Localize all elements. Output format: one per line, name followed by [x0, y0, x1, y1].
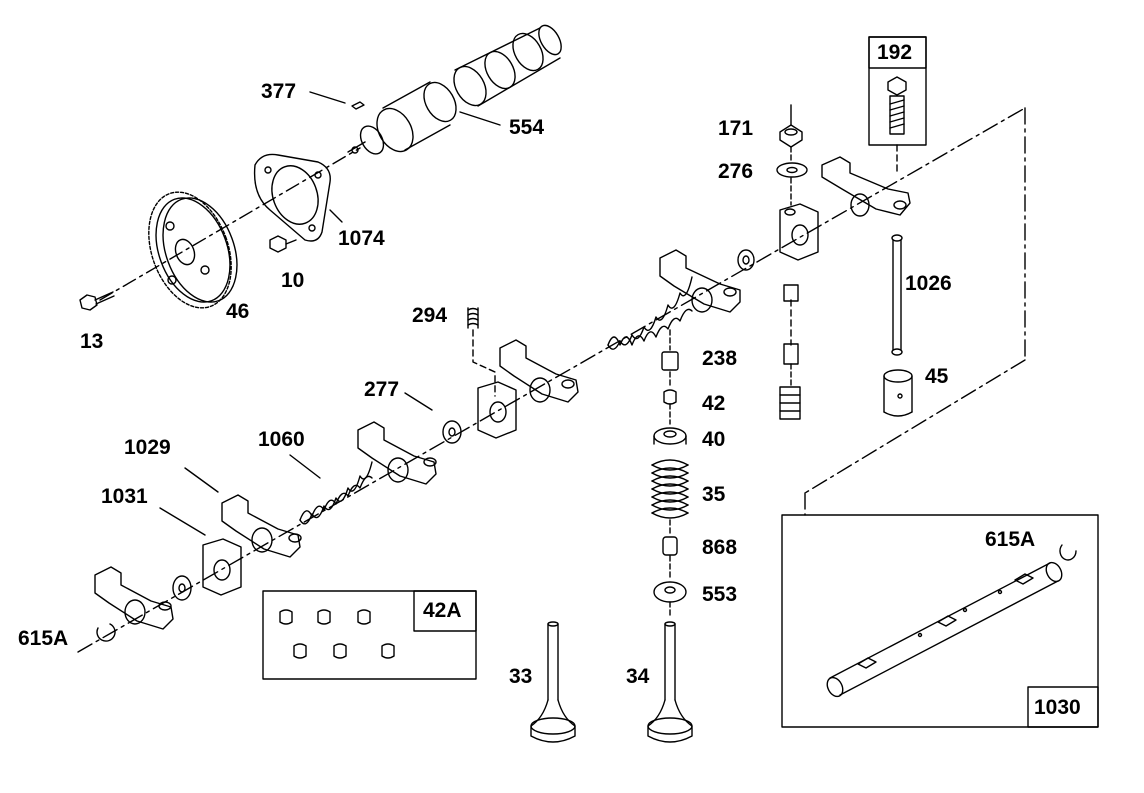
- stud-upper: [779, 284, 801, 420]
- spring-294: [467, 307, 496, 397]
- rocker-arm-mid-left: [357, 421, 437, 485]
- label-42A: 42A: [423, 599, 462, 622]
- label-13: 13: [80, 330, 104, 353]
- label-46: 46: [226, 300, 250, 323]
- pushrod-1026: [891, 234, 903, 356]
- label-294: 294: [412, 304, 448, 327]
- rocker-stand-1031: [202, 538, 242, 596]
- box-192: [868, 36, 927, 176]
- washer-276: [776, 162, 808, 178]
- label-45: 45: [925, 365, 949, 388]
- label-1060: 1060: [258, 428, 305, 451]
- label-553: 553: [702, 583, 738, 606]
- label-276: 276: [718, 160, 754, 183]
- key-377: [309, 91, 365, 110]
- label-1029: 1029: [124, 436, 171, 459]
- camshaft-554: [347, 24, 562, 155]
- label-40: 40: [702, 428, 726, 451]
- spring-1060: [299, 461, 373, 525]
- rocker-stand-upper: [779, 203, 819, 261]
- washer-upper-right: [737, 249, 755, 271]
- label-1074: 1074: [338, 227, 385, 250]
- label-238: 238: [702, 347, 738, 370]
- label-1026: 1026: [905, 272, 952, 295]
- rocker-arm-right: [821, 156, 911, 217]
- label-277: 277: [364, 378, 400, 401]
- label-34: 34: [626, 665, 650, 688]
- label-615A-left: 615A: [18, 627, 69, 650]
- snap-ring-right: [1059, 544, 1077, 561]
- cam-gear-46: [148, 191, 238, 309]
- label-192: 192: [877, 41, 913, 64]
- rocker-arm-middle-right: [659, 249, 741, 313]
- tappet-45: [883, 369, 913, 417]
- rocker-stand-middle: [477, 381, 517, 439]
- collet-halves: [279, 609, 395, 659]
- spring-upper: [607, 276, 693, 350]
- label-33: 33: [509, 665, 533, 688]
- gasket-1074: [253, 153, 343, 242]
- label-377: 377: [261, 80, 297, 103]
- label-868: 868: [702, 536, 738, 559]
- rocker-shaft-1030: [826, 561, 1063, 698]
- rocker-arm-middle: [499, 339, 579, 403]
- bolt-10: [269, 235, 297, 253]
- valve-34: [647, 621, 693, 743]
- label-1031: 1031: [101, 485, 148, 508]
- box-1030: [781, 514, 1099, 728]
- label-171: 171: [718, 117, 754, 140]
- label-554: 554: [509, 116, 545, 139]
- valve-stack: [651, 329, 689, 619]
- label-42: 42: [702, 392, 726, 415]
- bolt-13: [79, 291, 115, 311]
- label-1030: 1030: [1034, 696, 1081, 719]
- valve-33: [530, 621, 576, 743]
- snap-ring-left: [96, 623, 116, 642]
- washer-left: [172, 575, 192, 601]
- washer-277: [442, 420, 462, 444]
- rocker-arm-1029: [221, 494, 302, 558]
- box-42A: [262, 590, 477, 680]
- camshaft-axis-line: [99, 147, 361, 301]
- label-35: 35: [702, 483, 726, 506]
- label-10: 10: [281, 269, 305, 292]
- rocker-arm-left: [94, 566, 174, 630]
- label-615A-right: 615A: [985, 528, 1036, 551]
